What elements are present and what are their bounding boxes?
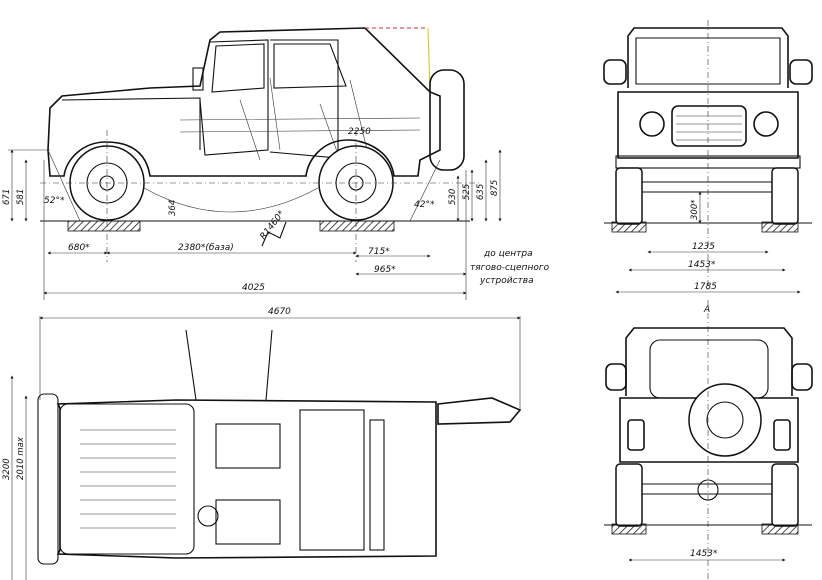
departure-line (409, 159, 441, 222)
top-mirrors (185, 329, 273, 401)
clearance-label: 300* (690, 200, 700, 220)
seat-front-right (215, 499, 281, 545)
radius-label: R1460* (258, 209, 287, 242)
rear-roof (625, 327, 793, 396)
spare-wheel (429, 69, 465, 171)
top-hood (59, 403, 195, 555)
front-window (211, 43, 265, 93)
dim-530-label: 530 (448, 189, 458, 205)
rear-rail (369, 419, 385, 551)
approach-line (47, 149, 81, 222)
approach-angle-label: 52°* (44, 196, 65, 206)
top-view: 4670 3200 2010 max (2, 307, 522, 580)
width-label: 1785 (694, 282, 717, 292)
rear-mirror-right (791, 363, 813, 391)
dim-965-label: 965* (374, 265, 396, 275)
front-view: 300* 1235 1453* 1785 (603, 20, 813, 294)
front-tire-right (771, 167, 799, 225)
rear-door (269, 39, 339, 159)
rear-track-label: 1453* (690, 549, 718, 559)
front-track-label: 1453* (688, 260, 716, 270)
side-view: 671 581 52°* 364 680* 2380*(база) R1460*… (2, 27, 550, 300)
hood-ribs (80, 429, 176, 529)
front-roof (627, 27, 789, 88)
rear-window (273, 43, 347, 89)
front-body (617, 91, 799, 159)
ground-front (67, 220, 141, 232)
radius-leader (261, 221, 287, 247)
front-axle (642, 181, 772, 193)
top-width-total-label: 3200 (2, 458, 12, 480)
breakover-arc (143, 187, 319, 213)
taillight-right (773, 419, 791, 451)
rear-tire-left (615, 463, 643, 527)
note-line-3: устройства (479, 276, 534, 286)
dim-671-label: 671 (2, 189, 12, 205)
rear-axle (642, 483, 772, 495)
dim-875-label: 875 (490, 180, 500, 196)
dim-635-label: 635 (476, 184, 486, 200)
note-line-1: до центра (483, 249, 533, 259)
side-interior (179, 77, 421, 171)
rear-mirror-left (605, 363, 627, 391)
front-tire-left (615, 167, 643, 225)
view-marker: A (703, 305, 710, 315)
grille-slats (676, 115, 742, 141)
spare-label: 2250 (348, 127, 371, 137)
length-body-label: 4025 (242, 283, 265, 293)
ground-rear (319, 220, 395, 232)
rear-bench (299, 409, 365, 551)
rear-tire-right (771, 463, 799, 527)
windshield (635, 37, 781, 85)
underbody-label: 364 (168, 200, 178, 216)
headlight-left (639, 111, 665, 137)
dim-715-label: 715* (368, 247, 390, 257)
top-spare (437, 397, 522, 425)
track-inner-label: 1235 (692, 242, 715, 252)
steering-wheel (197, 505, 219, 527)
rear-view: A 1453* (604, 300, 813, 580)
dim-525-label: 525 (462, 184, 472, 200)
front-mirror-right (789, 59, 813, 85)
headlight-right (753, 111, 779, 137)
side-mirror (192, 67, 204, 91)
rear-spare (688, 383, 762, 457)
note-line-2: тягово-сцепного (470, 263, 550, 273)
seat-front-left (215, 423, 281, 469)
grille (671, 105, 747, 147)
rear-hub (348, 175, 364, 191)
wheelbase-label: 2380*(база) (178, 243, 234, 253)
front-overhang-label: 680* (68, 243, 90, 253)
rear-rim (335, 162, 377, 204)
top-width-body-label: 2010 max (16, 436, 26, 480)
hood-line (61, 97, 201, 150)
front-door (199, 39, 269, 156)
top-length-label: 4670 (268, 307, 291, 317)
top-bumper (37, 393, 59, 565)
top-body (56, 399, 437, 559)
rear-spare-rim (706, 401, 744, 439)
dim-581-label: 581 (16, 189, 26, 205)
front-mirror-left (603, 59, 627, 85)
body-outline (47, 27, 441, 177)
taillight-left (627, 419, 645, 451)
departure-angle-label: 42°* (414, 200, 435, 210)
